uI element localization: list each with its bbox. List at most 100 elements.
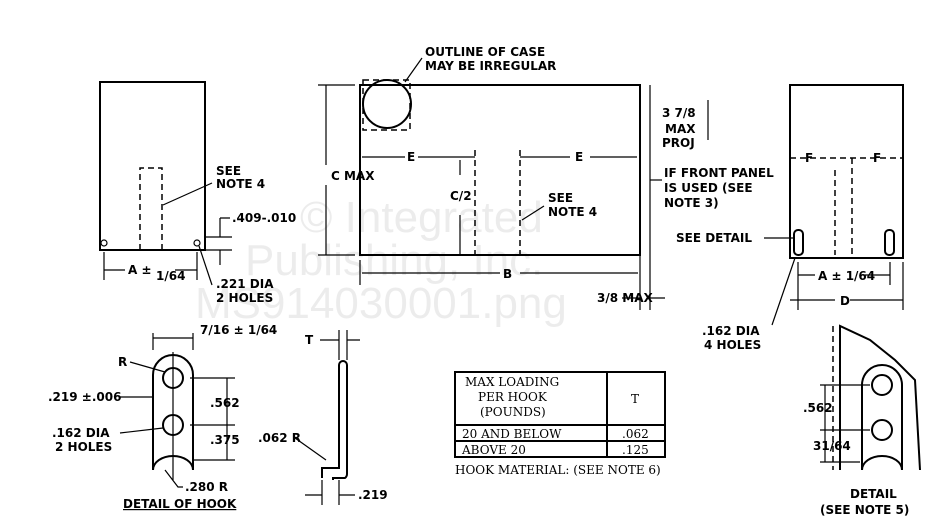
table-cell: 20 AND BELOW [462,427,562,441]
watermark-line-1: © Integrated [300,193,543,242]
hook-hidden-line [139,167,163,250]
detail-title: DETAIL [850,487,897,501]
table-border [454,371,666,458]
front-view: OUTLINE OF CASE MAY BE IRREGULAR C MAX E… [318,45,774,310]
spacing-label: .562 [803,401,833,415]
detail-hole [871,419,893,441]
mount-hole [100,239,108,247]
hook-material-note: HOOK MATERIAL: (SEE NOTE 6) [455,463,661,477]
note-label: SEE [548,191,573,205]
hole-label: .162 DIA [702,324,760,338]
depth-label: .219 [358,488,388,502]
watermark-line-2: Publishing, Inc. [245,236,543,285]
hook-side-view: T .062 R .219 [258,330,388,505]
dim-line [622,100,709,299]
e-label: E [407,150,415,164]
c-max-label: C MAX [331,169,375,183]
case-outline-side [789,84,904,259]
b-dim-line [359,85,651,310]
e-label: E [575,150,583,164]
hole-label: 2 HOLES [216,291,273,305]
dim-line [152,333,235,480]
hidden-line [790,157,903,255]
c-dim-line [318,84,355,256]
dim-line [205,217,232,265]
leader-line [294,437,327,461]
d-label: D [840,294,850,308]
side-view: F F SEE DETAIL A ± 1/64 D .162 DIA 4 HOL… [676,84,904,352]
hook-profile [321,360,348,480]
leader-line [164,469,183,488]
width-label: 7/16 ± 1/64 [200,323,277,337]
detail-hook [861,364,903,471]
detail-title: DETAIL OF HOOK [123,497,237,511]
note-label: SEE [216,164,241,178]
table-header-t: T [631,392,639,406]
outline-note: MAY BE IRREGULAR [425,59,556,73]
leader-line [129,361,166,373]
case-circle [362,79,412,129]
detail-hole [871,374,893,396]
hook-detail: 7/16 ± 1/64 R .219 ±.006 .562 .375 .162 … [48,323,277,511]
spacing-label: .562 [210,396,240,410]
max-proj-label: PROJ [662,136,695,150]
table-header: (POUNDS) [480,405,546,419]
watermark: © Integrated Publishing, Inc. MS91403000… [195,193,567,328]
r-label: R [118,355,127,369]
note-label: NOTE 4 [548,205,597,219]
a-dim-line [103,252,198,280]
front-panel-note: NOTE 3) [664,196,719,210]
detail-subtitle: (SEE NOTE 5) [820,503,909,517]
a-dim-label: A ± [128,263,152,277]
max-proj-label: MAX [665,122,696,136]
leader-line [771,257,796,326]
corner-detail: .562 31/64 DETAIL (SEE NOTE 5) [803,324,921,517]
hole-label: .162 DIA [52,426,110,440]
left-view: SEE NOTE 4 .409-.010 A ± 1/64 .221 DIA 2… [99,81,296,305]
table-cell: ABOVE 20 [461,443,526,457]
leader-line [521,205,545,221]
hook [884,229,895,256]
hole-label: .221 DIA [216,277,274,291]
leader-line [119,427,164,434]
table-grid [455,372,665,457]
dim-label: .409-.010 [232,211,296,225]
bend-radius-label: .062 R [258,431,301,445]
table-header: MAX LOADING [465,375,559,389]
outline-note: OUTLINE OF CASE [425,45,545,59]
loading-table: MAX LOADING PER HOOK (POUNDS) T 20 AND B… [454,371,666,477]
dim-line [305,330,360,505]
hole-label: 4 HOLES [704,338,761,352]
a-dim-label: A ± 1/64 [818,269,875,283]
leader-line [198,245,213,286]
f-label: F [805,151,813,165]
front-panel-note: IS USED (SEE [664,181,753,195]
table-header: PER HOOK [478,390,548,404]
offset-label: 31/64 [813,439,851,453]
max-proj-label: 3 7/8 [662,106,696,120]
c-half-label: C/2 [450,189,472,203]
hole-label: 2 HOLES [55,440,112,454]
dim-line [790,262,904,310]
see-detail-label: SEE DETAIL [676,231,752,245]
t-label: T [305,333,314,347]
mount-hole [193,239,201,247]
table-cell: .062 [622,427,649,441]
f-label: F [873,151,881,165]
dim-line [820,384,870,463]
leader-line [404,57,423,83]
case-outline-left [99,81,206,251]
hidden-line [474,150,521,255]
thickness-label: .219 ±.006 [48,390,121,404]
radius-label: .280 R [185,480,228,494]
front-panel-note: IF FRONT PANEL [664,166,774,180]
watermark-line-3: MS914030001.png [195,279,567,328]
note-label: NOTE 4 [216,177,265,191]
bottom-label: .375 [210,433,240,447]
hook [793,229,804,256]
detail-outline [839,324,921,471]
leader-line [162,182,213,206]
tolerance-label: 1/64 [156,269,185,283]
